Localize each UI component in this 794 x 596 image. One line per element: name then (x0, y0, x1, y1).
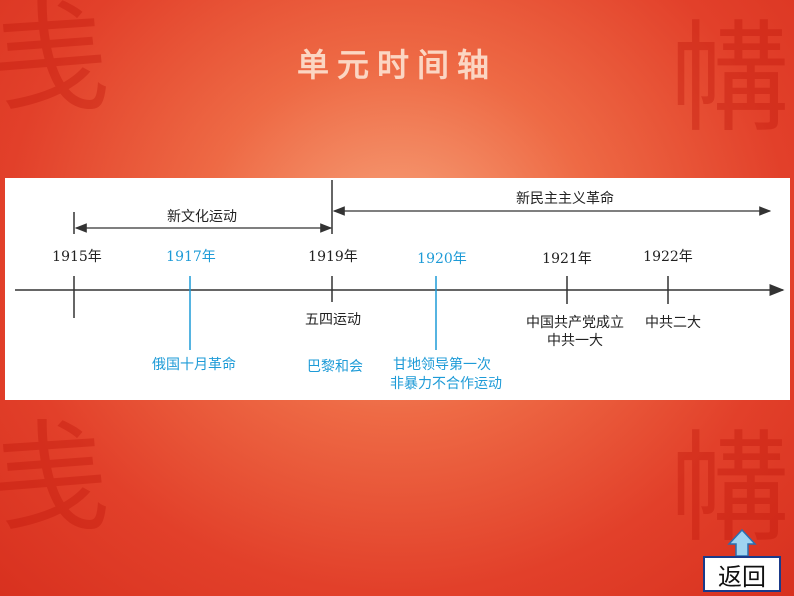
year-label-1915: 1915年 (52, 249, 102, 265)
up-arrow-icon[interactable] (727, 528, 757, 558)
back-button[interactable]: 返回 (703, 556, 781, 592)
span-label-new-democratic: 新民主主义革命 (516, 191, 614, 207)
year-label-1922: 1922年 (643, 249, 693, 265)
year-label-1921: 1921年 (542, 251, 592, 267)
event-may-fourth: 五四运动 (305, 312, 361, 328)
timeline-diagram (15, 180, 785, 350)
year-label-1920: 1920年 (417, 251, 467, 267)
event-cpc-founded-line1: 中国共产党成立 (526, 315, 624, 331)
event-october-revolution: 俄国十月革命 (152, 357, 236, 373)
decorative-seal-bottom-left: 㦮 (0, 410, 110, 549)
event-gandhi-line1: 甘地领导第一次 (393, 357, 491, 373)
decorative-seal-top-right: 㡚 (670, 10, 790, 149)
event-paris-peace: 巴黎和会 (307, 359, 363, 375)
year-label-1917: 1917年 (166, 249, 216, 265)
timeline-panel: 新文化运动 新民主主义革命 1915年 1917年 1919年 1920年 19… (5, 178, 790, 400)
page-title: 单元时间轴 (296, 46, 497, 84)
decorative-seal-top-left: 㦮 (0, 0, 110, 129)
decorative-seal-bottom-right: 㡚 (670, 420, 790, 559)
event-cpc-founded-line2: 中共一大 (547, 333, 603, 349)
event-gandhi-line2: 非暴力不合作运动 (390, 376, 502, 392)
year-label-1919: 1919年 (308, 249, 358, 265)
span-label-new-culture: 新文化运动 (167, 209, 237, 225)
event-cpc-second: 中共二大 (645, 315, 701, 331)
